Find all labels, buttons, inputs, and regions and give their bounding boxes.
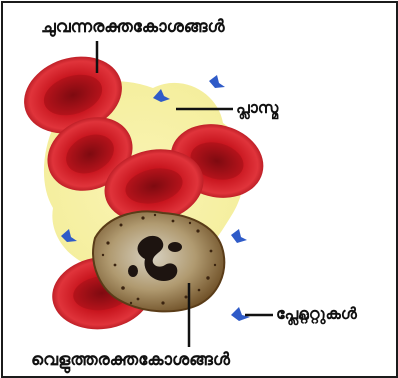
label-plasma: പ്ലാസ്മ xyxy=(236,100,278,116)
platelet-2 xyxy=(209,75,225,88)
label-red-blood-cells: ചുവന്നരക്തകോശങ്ങൾ xyxy=(41,19,225,36)
label-white-blood-cells: വെളുത്തരക്തകോശങ്ങൾ xyxy=(31,352,230,369)
label-platelets: പ്ലേറ്റ്ലറ്റുകൾ xyxy=(276,306,357,322)
platelet-4 xyxy=(231,229,247,243)
white-blood-cell xyxy=(93,211,224,311)
